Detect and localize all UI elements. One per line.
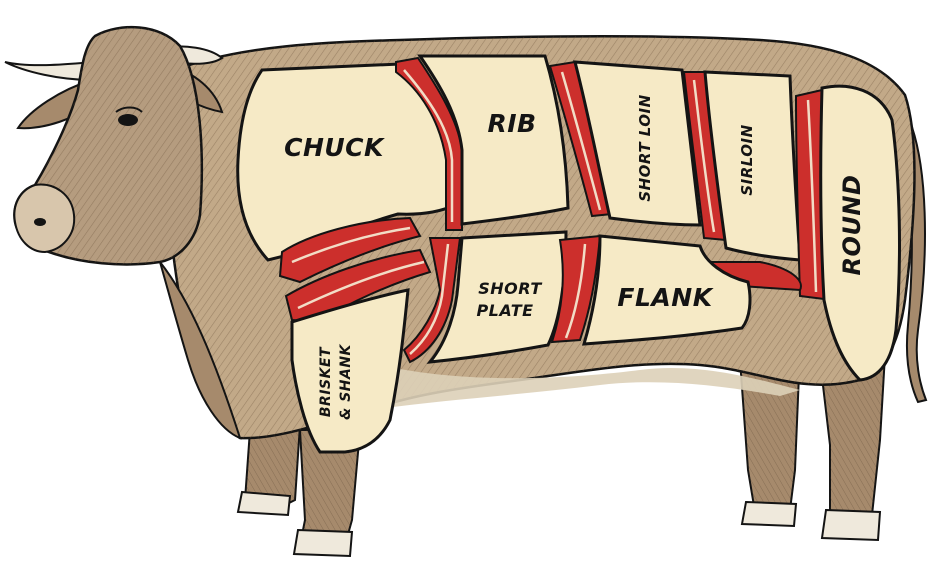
label-chuck: CHUCK bbox=[284, 133, 385, 162]
hoof-icon bbox=[740, 500, 798, 528]
cuts bbox=[236, 54, 901, 454]
hoof-icon bbox=[292, 528, 354, 558]
flank-cut bbox=[581, 234, 752, 346]
label-short-loin: SHORT LOIN bbox=[636, 94, 654, 201]
nostril bbox=[34, 218, 46, 226]
flank-meat bbox=[550, 234, 602, 344]
hoof-icon bbox=[820, 508, 882, 542]
label-brisket-line1: BRISKET bbox=[318, 346, 334, 417]
belly bbox=[360, 360, 800, 410]
label-brisket-line2: & SHANK bbox=[338, 343, 354, 419]
rib-cut bbox=[417, 54, 570, 226]
label-flank: FLANK bbox=[617, 283, 713, 312]
hoof-icon bbox=[236, 490, 292, 517]
hooves bbox=[236, 490, 882, 558]
label-short-plate-line1: SHORT bbox=[478, 279, 542, 298]
cut-labels: CHUCK RIB SHORT LOIN SIRLOIN ROUND SHORT… bbox=[284, 94, 866, 420]
label-short-plate-line2: PLATE bbox=[476, 301, 533, 320]
brisket-meat bbox=[278, 216, 422, 284]
muzzle bbox=[13, 183, 76, 254]
brisket-shank-cut bbox=[290, 288, 410, 454]
horn-left bbox=[4, 60, 97, 82]
legs bbox=[243, 348, 887, 546]
short-loin-cut bbox=[573, 60, 702, 227]
label-round: ROUND bbox=[838, 175, 866, 276]
round-cut bbox=[819, 84, 901, 382]
label-sirloin: SIRLOIN bbox=[738, 124, 756, 195]
label-rib: RIB bbox=[487, 109, 536, 138]
eye bbox=[118, 114, 138, 126]
sirloin-cut bbox=[703, 70, 802, 262]
cow-head bbox=[4, 25, 242, 440]
dewlap bbox=[159, 261, 242, 440]
